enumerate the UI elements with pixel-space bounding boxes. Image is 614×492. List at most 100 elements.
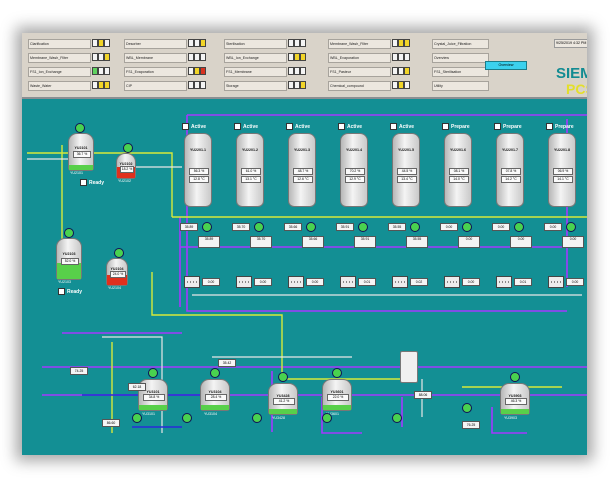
pump-icon[interactable] [392, 413, 402, 423]
pump-icon[interactable] [462, 403, 472, 413]
heat-exchanger[interactable] [496, 276, 512, 288]
menu-item[interactable]: FS1_Evaporation [124, 67, 187, 77]
flow-meter[interactable]: 0.00 [458, 236, 480, 248]
agitator-icon [64, 228, 74, 238]
pump-icon[interactable] [322, 413, 332, 423]
pump-icon[interactable] [252, 413, 262, 423]
flow-meter[interactable]: 35.89 [198, 236, 220, 248]
menu-item[interactable]: WBL_Membrane [124, 53, 187, 63]
ready-checkbox[interactable] [58, 288, 65, 295]
menu-item[interactable]: Desorber [124, 39, 187, 49]
menu-item[interactable]: Chemical_compound [328, 81, 391, 91]
status-indicator [398, 81, 404, 89]
menu-item[interactable]: Utility [432, 81, 489, 91]
status-indicator [288, 81, 294, 89]
control-valve-icon[interactable] [358, 222, 368, 232]
control-valve-icon[interactable] [202, 222, 212, 232]
flow-meter[interactable]: 0.00 [562, 236, 584, 248]
agitator-icon [75, 123, 85, 133]
silo-status-checkbox[interactable] [338, 123, 345, 130]
tank-level-value: 36.7 % [72, 151, 92, 159]
silo-status-checkbox[interactable] [390, 123, 397, 130]
flow-meter[interactable]: 35.91 [354, 236, 376, 248]
heat-exchanger[interactable] [236, 276, 252, 288]
silo-status: Active [390, 123, 414, 130]
heat-exchanger[interactable] [444, 276, 460, 288]
flow-meter[interactable]: 35.55 [406, 236, 428, 248]
control-valve-icon[interactable] [462, 222, 472, 232]
control-valve-icon[interactable] [410, 222, 420, 232]
menu-item[interactable]: Membrane_Wash_Filter [328, 39, 391, 49]
silo-level: 06.9 % [552, 168, 574, 175]
menu-item[interactable]: Crystal_Juice_Filtration [432, 39, 489, 49]
menu-item[interactable]: FS1_Ion_Exchange [28, 67, 91, 77]
control-valve-icon[interactable] [306, 222, 316, 232]
silo-status-checkbox[interactable] [546, 123, 553, 130]
mixing-vessel[interactable] [400, 351, 418, 383]
menu-item[interactable]: Waste_Water [28, 81, 91, 91]
flow-meter[interactable]: 35.66 [302, 236, 324, 248]
status-indicator [398, 67, 404, 75]
menu-item[interactable]: FS1_Pasteur [328, 67, 391, 77]
menu-item[interactable]: Clarification [28, 39, 91, 49]
tank-level-value: 34.8 % [143, 394, 165, 402]
status-indicator [294, 81, 300, 89]
status-indicator [104, 67, 110, 75]
silo-status-checkbox[interactable] [286, 123, 293, 130]
overview-button[interactable]: Overview [485, 61, 527, 70]
tank-id: YU2103 [62, 251, 76, 256]
status-indicator [188, 81, 194, 89]
menu-item[interactable]: WBL_Ion_Exchange [224, 53, 287, 63]
silo-status-checkbox[interactable] [494, 123, 501, 130]
tank-id: YU2104 [110, 267, 124, 272]
control-valve-icon[interactable] [566, 222, 576, 232]
silo-status: Prepare [442, 123, 470, 130]
pump-icon[interactable] [182, 413, 192, 423]
ready-checkbox[interactable] [80, 179, 87, 186]
heat-exchanger[interactable] [548, 276, 564, 288]
menu-item[interactable]: Overview [432, 53, 489, 63]
heat-exchanger[interactable] [392, 276, 408, 288]
heat-exchanger[interactable] [340, 276, 356, 288]
tank-level-fill [323, 404, 351, 410]
status-indicator [98, 53, 104, 61]
menu-item[interactable]: Sterilisation [224, 39, 287, 49]
control-valve-icon[interactable] [514, 222, 524, 232]
status-indicator [188, 67, 194, 75]
heat-exchanger[interactable] [288, 276, 304, 288]
flow-value: 35.70 [232, 223, 250, 231]
menu-item[interactable]: FS1_Sterilisation [432, 67, 489, 77]
silo-status-checkbox[interactable] [234, 123, 241, 130]
menu-item[interactable]: CIP [124, 81, 187, 91]
flow-meter[interactable]: 0.00 [510, 236, 532, 248]
silo-status-checkbox[interactable] [182, 123, 189, 130]
pump-icon[interactable] [132, 413, 142, 423]
menu-item[interactable]: Membrane_Wash_Filter [28, 53, 91, 63]
silo-status: Active [182, 123, 206, 130]
menu-item[interactable]: FS1_Membrane [224, 67, 287, 77]
flow-meter[interactable]: 35.70 [250, 236, 272, 248]
tank-tag: YU2103 [58, 280, 71, 284]
menu-item[interactable]: Storage [224, 81, 287, 91]
control-valve-icon[interactable] [254, 222, 264, 232]
silo-status-checkbox[interactable] [442, 123, 449, 130]
tank-id: YU3428 [276, 393, 290, 398]
menu-item[interactable]: WBL_Evaporation [328, 53, 391, 63]
heat-exchanger[interactable] [184, 276, 200, 288]
